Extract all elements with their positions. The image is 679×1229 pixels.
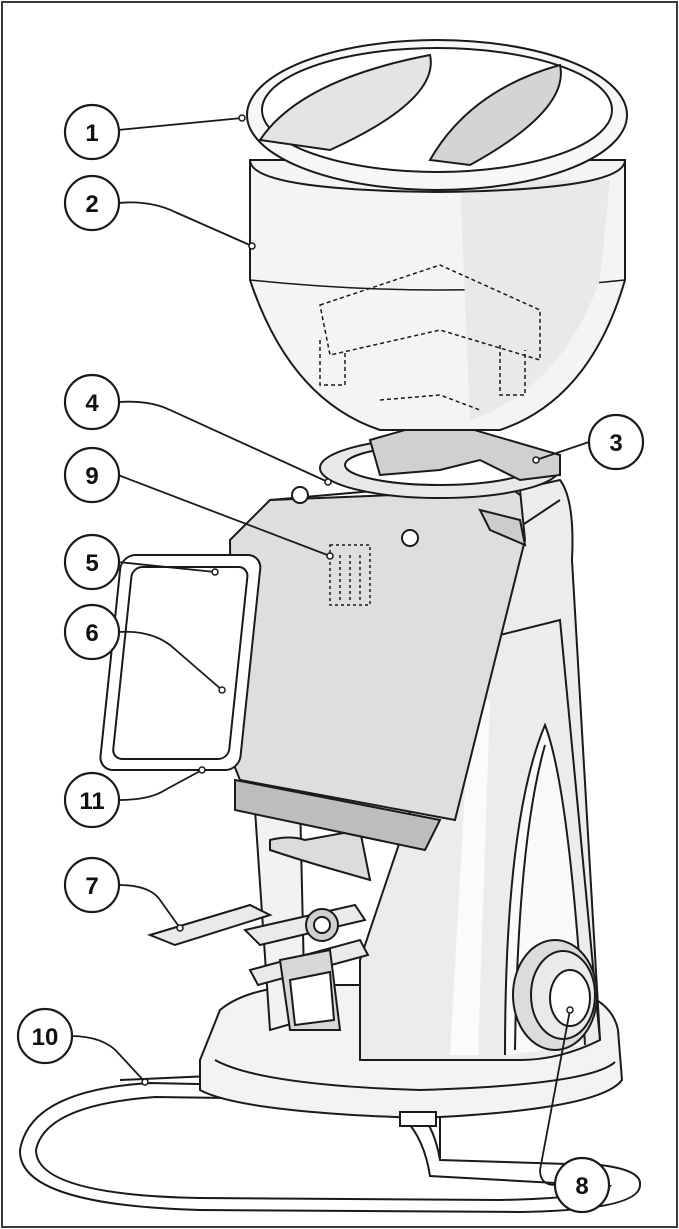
leader-8 <box>539 1009 571 1186</box>
callout-bubble-7 <box>63 856 121 914</box>
callout-bubble-6 <box>63 603 121 661</box>
callout-label-6: 6 <box>85 620 98 647</box>
callout-label-11: 11 <box>79 788 104 815</box>
leader-5 <box>117 561 216 573</box>
drip-tray <box>18 1070 642 1214</box>
portafilter-fork <box>146 798 372 1032</box>
callout-label-4: 4 <box>85 390 99 417</box>
callout-bubbles <box>16 103 645 1214</box>
callout-bubble-3 <box>587 413 645 471</box>
vent-grill <box>329 544 371 606</box>
callout-label-8: 8 <box>575 1173 588 1200</box>
callout-bubble-11 <box>63 771 121 829</box>
callout-label-3: 3 <box>609 430 622 457</box>
bean-hopper <box>246 39 628 431</box>
display-housing <box>99 478 527 852</box>
leader-10 <box>69 1035 146 1083</box>
callout-bubble-2 <box>63 174 121 232</box>
callout-labels: 1 2 3 4 9 5 6 11 7 10 8 <box>32 120 623 1200</box>
leader-11 <box>117 769 203 801</box>
callout-bubble-9 <box>63 446 121 504</box>
grind-collar <box>291 418 561 547</box>
leader-3 <box>535 441 590 461</box>
callout-bubble-5 <box>63 533 121 591</box>
leader-1 <box>117 117 243 131</box>
leader-4 <box>117 400 329 483</box>
callout-label-2: 2 <box>85 191 98 218</box>
callout-bubble-10 <box>16 1007 74 1065</box>
callout-label-1: 1 <box>85 120 98 147</box>
leader-7 <box>117 884 181 929</box>
callout-label-7: 7 <box>85 873 98 900</box>
callout-label-9: 9 <box>85 463 98 490</box>
leader-lines <box>69 117 590 1186</box>
callout-bubble-8 <box>553 1156 611 1214</box>
callout-label-5: 5 <box>85 550 98 577</box>
callout-bubble-1 <box>63 103 121 161</box>
leader-dots <box>141 114 574 1086</box>
callout-label-10: 10 <box>32 1024 59 1051</box>
leader-2 <box>117 201 253 247</box>
callout-bubble-4 <box>63 373 121 431</box>
adjustment-knob <box>512 939 598 1051</box>
leader-6 <box>117 630 223 691</box>
leader-9 <box>117 474 331 557</box>
